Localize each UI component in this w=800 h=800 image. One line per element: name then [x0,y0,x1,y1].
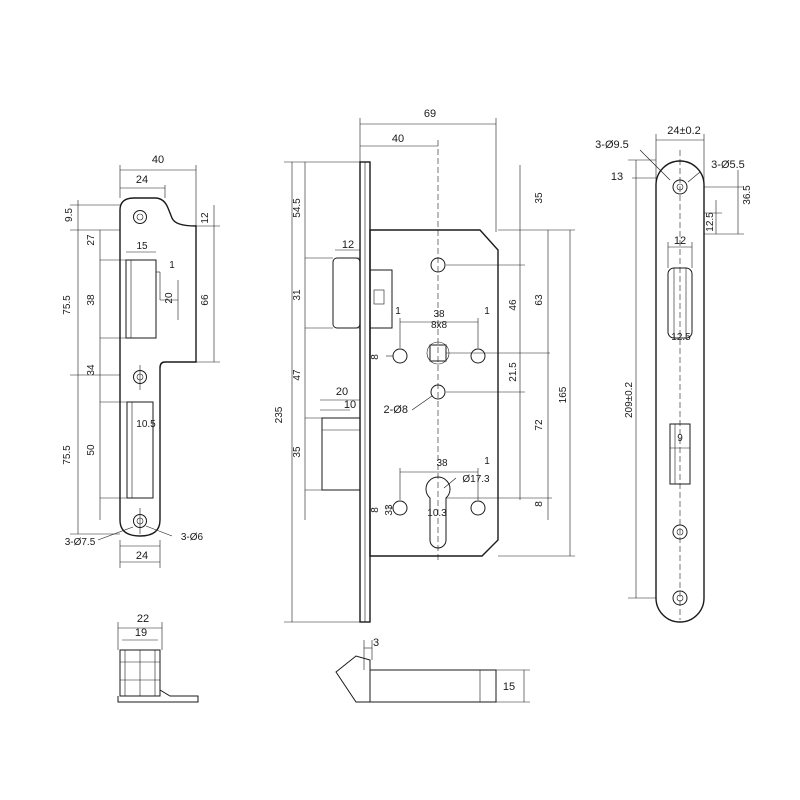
body-dim-69: 69 [424,108,436,120]
body-dim-35-lower: 35 [292,446,303,458]
body-dim-33: 33 [384,504,395,516]
latch-spring-block [369,269,393,329]
body-dim-8x8: 8x8 [431,320,448,331]
body-dim-21-5: 21.5 [508,362,519,382]
faceplate-dim-209: 209±0.2 [624,382,635,419]
faceplate-view: 3-Ø9.5 24±0.2 3-Ø5.5 13 36.5 12.5 12 12.… [595,125,753,623]
body-dim-31: 31 [292,289,303,301]
body-dim-72: 72 [534,419,545,431]
strike-dim-75-5-lower: 75.5 [62,445,73,465]
strike-dim-38: 38 [86,294,97,306]
faceplate-holes-label-9-5: 3-Ø9.5 [595,139,629,151]
side-view-case [369,669,497,703]
strike-dim-1: 1 [169,260,175,271]
body-dim-35-top: 35 [534,192,545,204]
case-hole-top [430,257,446,273]
dead-bolt [321,417,361,491]
lock-body-view: 69 40 54.5 35 12 31 38 8x8 1 1 46 63 8 2… [274,108,575,623]
body-dim-38-upper: 38 [433,309,445,320]
strike-box-view: 22 19 [117,613,199,703]
faceplate-dim-13: 13 [611,171,623,183]
strike-dim-12: 12 [200,212,211,224]
strike-hole-label-7-5: 3-Ø7.5 [65,537,96,548]
body-dim-1-left: 1 [395,306,401,317]
strike-dim-66: 66 [200,294,211,306]
body-dim-54-5: 54.5 [292,198,303,218]
body-dim-17-3: Ø17.3 [462,474,490,485]
case-hole-mid [430,384,446,400]
strike-dim-24: 24 [136,174,148,186]
cylinder-hole-right [470,500,486,516]
faceplate-holes-label-5-5: 3-Ø5.5 [711,159,745,171]
strike-dim-40: 40 [152,154,164,166]
side-dim-3: 3 [373,637,379,649]
body-dim-12: 12 [342,239,354,251]
strike-dim-9-5: 9.5 [64,208,75,222]
body-dim-63: 63 [534,294,545,306]
faceplate-dim-12-5-upper: 12.5 [705,212,716,232]
faceplate-dim-9: 9 [677,433,683,444]
strike-dim-75-5-upper: 75.5 [62,295,73,315]
faceplate-outline [655,160,705,623]
cylinder-profile [425,476,451,549]
body-dim-46: 46 [508,299,519,311]
strike-dim-24-bottom: 24 [136,550,148,562]
box-dim-19: 19 [135,627,147,639]
faceplate-dim-36-5: 36.5 [742,185,753,205]
body-dim-1-lower: 1 [484,456,490,467]
latch-bolt [332,257,361,329]
strike-hole-label-6: 3-Ø6 [181,532,204,543]
strike-dim-20: 20 [164,292,175,304]
strike-plate-view: 40 24 9.5 27 12 15 1 75.5 38 20 66 34 10… [62,154,220,568]
body-dim-20: 20 [336,386,348,398]
lock-case [369,229,499,557]
strike-dim-34: 34 [86,364,97,376]
body-dim-235: 235 [274,406,285,423]
body-dim-10: 10 [344,399,356,411]
side-dim-15: 15 [503,681,515,693]
body-dim-10-3: 10.3 [427,508,447,519]
body-dim-165: 165 [558,386,569,403]
strike-latch-slot [125,259,157,339]
body-dim-47: 47 [292,369,303,381]
cylinder-hole-left [392,500,408,516]
box-dim-22: 22 [137,613,149,625]
strike-dim-15: 15 [136,241,148,252]
faceplate-dim-12: 12 [674,235,686,247]
lock-side-view: 3 15 [335,637,530,703]
strike-plate-outline [119,197,197,537]
strike-dim-50: 50 [86,444,97,456]
side-view-outline [335,655,371,703]
strike-screw-hole-top [133,210,147,224]
body-dim-40: 40 [392,133,404,145]
body-holes-label-2-8: 2-Ø8 [384,404,408,416]
strike-box-flange [117,689,199,703]
body-dim-38-lower: 38 [436,458,448,469]
faceplate-dim-24: 24±0.2 [667,125,701,137]
body-dim-8-upper: 8 [370,354,381,360]
follower-hole-right [470,348,486,364]
faceplate-dim-12-5-lower: 12.5 [671,332,691,343]
strike-bolt-slot [126,401,154,499]
body-dim-8-right: 8 [534,501,545,507]
body-dim-1-right: 1 [484,306,490,317]
strike-dim-27: 27 [86,234,97,246]
body-dim-8-lower: 8 [370,507,381,513]
follower-hole-left [392,348,408,364]
strike-dim-10-5: 10.5 [136,419,156,430]
